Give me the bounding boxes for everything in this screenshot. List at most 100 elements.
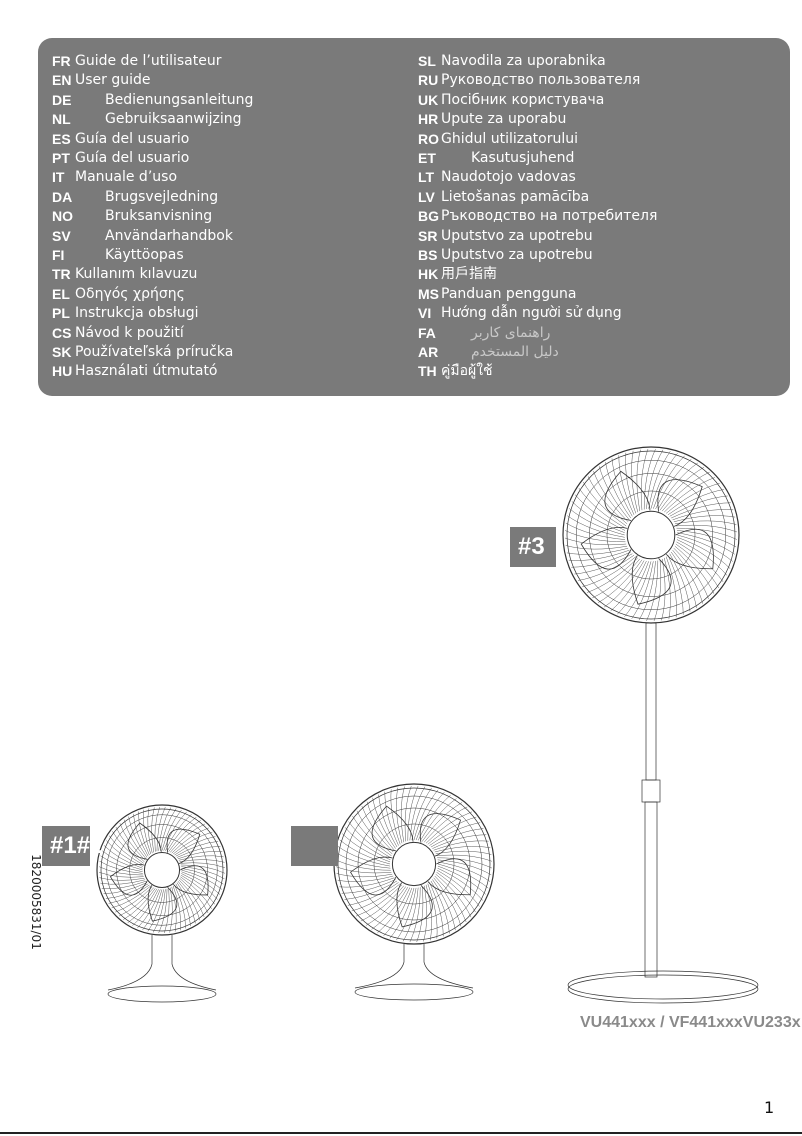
fan-guard-ring (129, 837, 195, 903)
fan-pole-collar (641, 779, 661, 803)
language-code: RO (418, 130, 439, 147)
language-title: Lietošanas pamācība (441, 188, 590, 205)
language-title: Guía del usuario (75, 150, 190, 166)
language-title: Användarhandbok (105, 227, 233, 244)
fan-base-edge (567, 974, 759, 1004)
language-code: MS (418, 285, 439, 302)
language-title: Naudotojo vadovas (441, 169, 576, 186)
fan-hub (143, 851, 181, 889)
language-code: SV (52, 227, 71, 244)
language-code: FI (52, 247, 65, 263)
language-code: DE (52, 91, 72, 108)
language-code: BS (418, 247, 438, 263)
language-title: 用戶指南 (441, 266, 497, 283)
language-code: PL (52, 305, 70, 322)
language-code: VI (418, 305, 432, 322)
language-title: Používateľská príručka (75, 344, 234, 360)
language-code: PT (52, 150, 70, 166)
language-code: SR (418, 227, 438, 244)
language-code: SK (52, 344, 72, 360)
language-title: Ръководство на потребителя (441, 208, 658, 225)
fan-base (107, 985, 217, 1003)
language-title: Bedienungsanleitung (105, 91, 254, 108)
language-title: Посібник користувача (441, 91, 605, 108)
model-tag-1-2: #1#2 (42, 826, 103, 866)
language-title: Ghidul utilizatorului (441, 130, 579, 147)
language-title: Panduan pengguna (441, 285, 577, 302)
language-code: ET (418, 150, 436, 166)
fan-blades (580, 470, 714, 605)
language-title: Návod k použití (75, 324, 184, 341)
language-title: Руководство пользователя (441, 72, 641, 89)
language-code: NL (52, 111, 71, 128)
language-panel (38, 38, 790, 396)
fan-pole-lower (644, 801, 658, 978)
language-code: NO (52, 208, 73, 225)
language-code: UK (418, 91, 439, 108)
language-title: Bruksanvisning (105, 208, 213, 225)
language-code: FA (418, 324, 436, 341)
language-title: Gebruiksaanwijzing (105, 111, 242, 128)
fan-guard-ring (373, 823, 455, 905)
fan-guard-rim (562, 446, 740, 624)
language-code: IT (52, 169, 65, 186)
language-title: Guía del usuario (75, 130, 190, 147)
language-title: User guide (75, 72, 151, 89)
language-title: Kullanım kılavuzu (75, 266, 198, 283)
language-code: HU (52, 363, 73, 380)
language-code: HK (418, 266, 439, 283)
fan-blades (109, 822, 209, 922)
language-title: Hướng dẫn người sử dụng (441, 305, 622, 322)
fan-guard-ring (337, 787, 491, 941)
language-code: AR (418, 344, 439, 360)
fan-guard-ring (589, 473, 713, 597)
language-title: Manuale d’uso (75, 169, 178, 186)
language-title: Οδηγός χρήσης (75, 285, 185, 302)
language-title: Kasutusjuhend (471, 150, 575, 166)
fan-hub (391, 841, 437, 887)
language-title: راهنمای کاربر (471, 324, 551, 341)
fan-stand (354, 944, 474, 989)
fan-stand (107, 935, 217, 991)
fan-hub (626, 510, 676, 560)
language-code: FR (52, 53, 71, 69)
language-code: EL (52, 285, 70, 302)
fan-blades (350, 805, 472, 928)
fan-guard-ring (357, 807, 471, 921)
fan-guard-ring (606, 490, 696, 580)
model-tag-2 (291, 826, 338, 866)
language-code: DA (52, 188, 73, 205)
language-title: Navodila za uporabnika (441, 53, 606, 69)
language-title: Brugsvejledning (105, 188, 219, 205)
language-code: SL (418, 53, 436, 69)
fan-pole (645, 622, 657, 781)
language-title: Uputstvo za upotrebu (441, 227, 593, 244)
fan-base (567, 970, 759, 1000)
language-code: EN (52, 72, 72, 89)
page-number: 1 (764, 1098, 775, 1117)
language-code: TH (418, 363, 437, 380)
fan-guard-ring (100, 808, 224, 932)
fan-base (354, 983, 474, 1001)
fan-guard-rim (96, 804, 228, 936)
language-title: Käyttöopas (105, 247, 184, 263)
language-title: Uputstvo za upotrebu (441, 247, 593, 263)
language-title: Guide de l’utilisateur (75, 53, 222, 69)
language-title: Használati útmutató (75, 363, 218, 380)
fan-guard-ring (116, 824, 208, 916)
fan-guard-ring (566, 450, 736, 620)
model-numbers: VU441xxx / VF441xxxVU233x (580, 1014, 801, 1031)
language-title: دليل المستخدم (471, 344, 559, 360)
language-title: คู่มือผู้ใช้ (441, 363, 493, 380)
language-code: CS (52, 324, 72, 341)
bottom-rule (0, 1132, 802, 1134)
language-code: RU (418, 72, 439, 89)
language-code: LV (418, 188, 435, 205)
document-number: 1820005831/01 (28, 854, 43, 950)
language-code: LT (418, 169, 435, 186)
language-code: HR (418, 111, 439, 128)
model-tag-3: #3 (510, 527, 556, 567)
language-code: ES (52, 130, 71, 147)
language-code: TR (52, 266, 71, 283)
